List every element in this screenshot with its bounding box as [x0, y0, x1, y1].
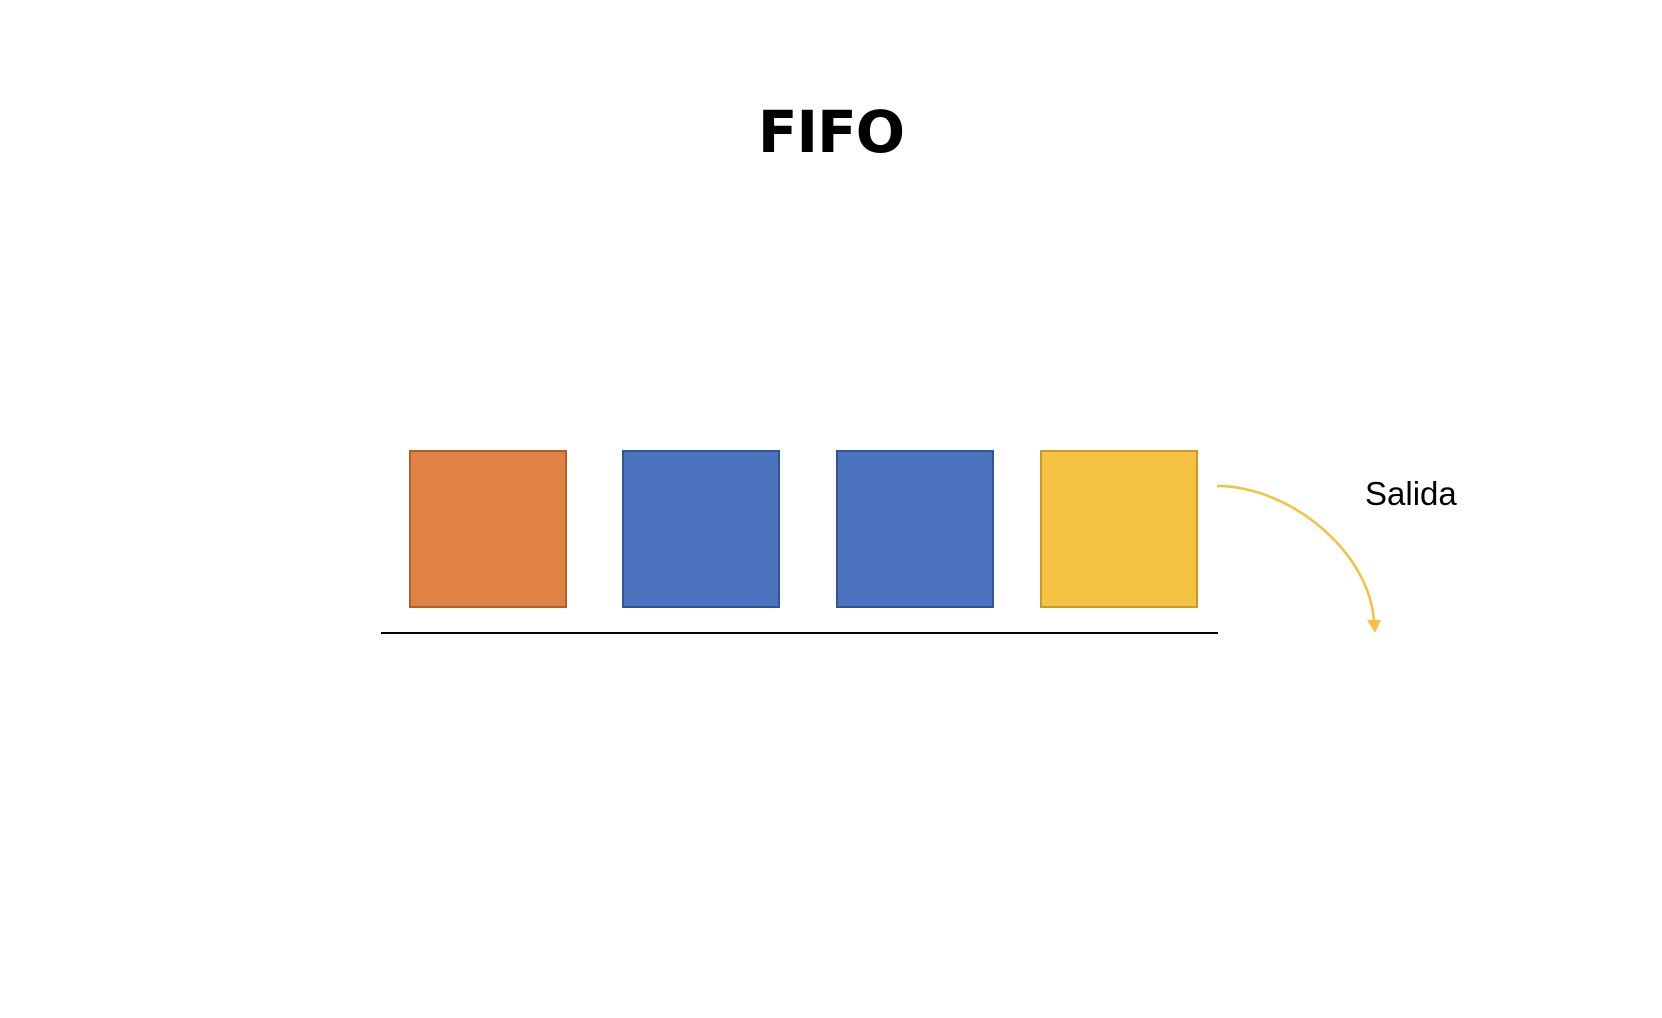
- queue-block-4: [1040, 450, 1198, 608]
- queue-baseline: [381, 632, 1218, 634]
- diagram-title: FIFO: [757, 98, 905, 166]
- exit-arrow-curve: [1216, 484, 1376, 623]
- exit-label: Salida: [1365, 475, 1457, 512]
- queue-block-3: [836, 450, 994, 608]
- queue-block-2: [622, 450, 780, 608]
- queue-block-1: [409, 450, 567, 608]
- exit-arrow-head: [1367, 620, 1381, 633]
